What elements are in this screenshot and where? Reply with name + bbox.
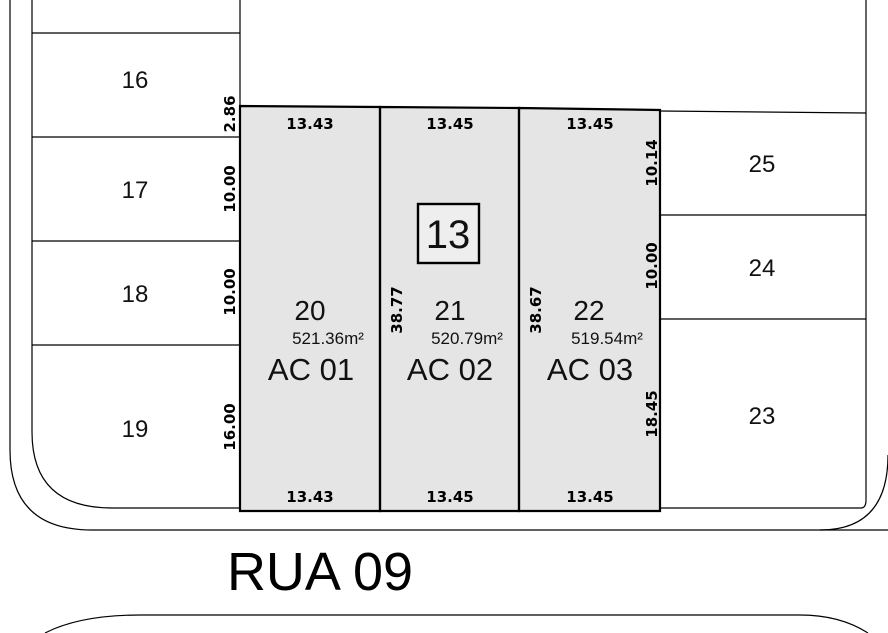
lot-22-back-dim: 13.45 (566, 488, 613, 506)
lot-16-label: 16 (122, 67, 149, 94)
right-neighbor-lots: 25 24 23 (660, 151, 866, 430)
block-right-boundary (819, 454, 888, 531)
lot-22-number: 22 (573, 295, 604, 326)
lot-21-fill (380, 107, 519, 511)
block-number-box: 13 (416, 202, 481, 265)
right-top-boundary (659, 110, 867, 114)
lot-23-label: 23 (749, 403, 776, 430)
opposite-block-boundary (44, 614, 869, 633)
lot-20-fill (240, 106, 380, 511)
block-number: 13 (426, 213, 471, 257)
vertical-dimensions: 2.86 10.00 10.00 16.00 38.77 38.67 10.14… (221, 95, 661, 450)
left-dim-2: 10.00 (221, 165, 239, 212)
left-dim-4: 16.00 (221, 403, 239, 450)
left-neighbor-lots: 16 17 18 19 (32, 0, 241, 508)
lot-21-area: 520.79m² (431, 329, 503, 348)
right-dim-1: 10.14 (643, 139, 661, 186)
lot-21-back-dim: 13.45 (426, 488, 473, 506)
right-dim-2: 10.00 (643, 242, 661, 289)
lot-21-front-dim: 13.45 (426, 115, 473, 133)
lot-22-outline (517, 106, 662, 513)
lot-20-front-dim: 13.43 (286, 115, 333, 133)
lot-20-back-dim: 13.43 (286, 488, 333, 506)
lot-19-label: 19 (122, 416, 149, 443)
lot-24-label: 24 (749, 255, 776, 282)
highlighted-lots (238, 104, 662, 513)
lot-21-code: AC 02 (407, 352, 493, 387)
lot-17-label: 17 (122, 177, 149, 204)
left-dim-3: 10.00 (221, 268, 239, 315)
street-name: RUA 09 (227, 542, 413, 602)
lot-22-front-dim: 13.45 (566, 115, 613, 133)
lot-20-area: 521.36m² (292, 329, 364, 348)
lot-20-number: 20 (294, 295, 325, 326)
inner-dim-2: 38.67 (527, 286, 545, 333)
lot-22-code: AC 03 (547, 352, 633, 387)
lot-18-label: 18 (122, 281, 149, 308)
horizontal-dimensions: 13.43 13.45 13.45 13.43 13.45 13.45 (286, 115, 613, 506)
inner-dim-1: 38.77 (388, 286, 406, 333)
block-outer-boundary (9, 0, 888, 531)
left-dim-1: 2.86 (221, 95, 239, 132)
lot-20-code: AC 01 (268, 352, 354, 387)
lot-22-area: 519.54m² (571, 329, 643, 348)
lot-25-label: 25 (749, 151, 776, 178)
right-dim-3: 18.45 (643, 390, 661, 437)
block-inner-boundary (31, 0, 867, 509)
lot-22-fill (519, 109, 660, 511)
lot-21-number: 21 (434, 295, 465, 326)
